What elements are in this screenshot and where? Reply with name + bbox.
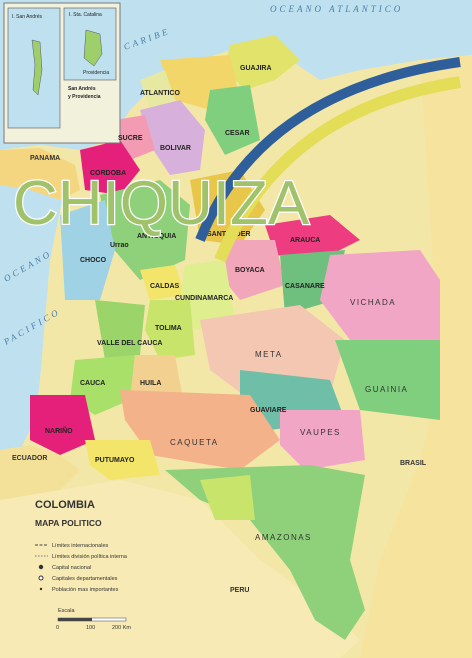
legend-item-2: Capital nacional	[52, 565, 91, 571]
label-caqueta: CAQUETA	[170, 438, 219, 447]
region-tolima	[145, 300, 195, 360]
peru-label: PERU	[230, 587, 249, 594]
legend-scale-tick-2: 200 Km	[112, 625, 131, 631]
region-amazonas-west	[200, 475, 255, 520]
label-cordoba: CORDOBA	[90, 170, 126, 177]
legend-national-capital-symbol	[38, 564, 44, 570]
label-choco: CHOCO	[80, 257, 107, 264]
region-antioquia	[100, 180, 190, 280]
label-huila: HUILA	[140, 380, 161, 387]
region-caldas	[140, 265, 185, 300]
region-meta	[200, 305, 345, 400]
label-valle: VALLE DEL CAUCA	[97, 340, 162, 347]
label-sucre: SUCRE	[118, 135, 143, 142]
label-caldas: CALDAS	[150, 283, 179, 290]
label-meta: META	[255, 350, 283, 359]
region-atlantico	[140, 70, 175, 110]
legend-scale-tick-1: 100	[86, 625, 95, 631]
headline-arc-yellow	[214, 76, 461, 263]
inset-caption-line1: San Andrés	[68, 86, 96, 92]
label-putumayo: PUTUMAYO	[95, 457, 135, 464]
legend-list: Límites internacionales Límites división…	[35, 543, 128, 593]
label-narino: NARIÑO	[45, 426, 73, 435]
region-choco	[60, 200, 115, 300]
label-arauca: ARAUCA	[290, 237, 320, 244]
label-tolima: TOLIMA	[155, 325, 182, 332]
inset-san-andres-label: I. San Andrés	[12, 14, 43, 20]
inset-caption-line2: y Providencia	[68, 94, 101, 100]
ecuador-label: ECUADOR	[12, 455, 47, 462]
label-cesar: CESAR	[225, 130, 250, 137]
region-putumayo	[85, 440, 160, 480]
region-vichada	[320, 250, 440, 340]
providencia-island	[83, 29, 103, 67]
region-narino	[30, 395, 95, 455]
label-atlantico: ATLANTICO	[140, 90, 180, 97]
region-guajira	[225, 35, 300, 90]
headline-arc-blue	[195, 57, 461, 242]
panama-label: PANAMA	[30, 155, 60, 162]
legend-scale-bar-fill	[58, 618, 92, 621]
region-cauca	[70, 355, 135, 415]
atlantic-ocean-label: OCEANO ATLANTICO	[270, 4, 403, 14]
legend-item-4: Población mas importantes	[52, 587, 119, 593]
region-boyaca	[220, 240, 285, 300]
label-bolivar: BOLIVAR	[160, 145, 191, 152]
region-cordoba	[80, 140, 140, 195]
legend-scale-tick-0: 0	[56, 625, 59, 631]
inset-providencia-label: Providencia	[83, 70, 109, 76]
peru-area	[0, 480, 360, 658]
label-cundinamarca: CUNDINAMARCA	[175, 295, 233, 302]
label-casanare: CASANARE	[285, 283, 325, 290]
label-guajira: GUAJIRA	[240, 65, 272, 72]
label-vichada: VICHADA	[350, 298, 396, 307]
pacific-ocean	[0, 150, 70, 455]
legend-item-1: Límites división política interna	[52, 554, 128, 560]
region-valle	[95, 300, 145, 360]
region-amazonas	[165, 465, 365, 640]
legend-scale-label: Escala	[58, 608, 75, 614]
legend-dept-capital-symbol	[38, 575, 44, 581]
region-cundinamarca	[180, 260, 235, 330]
region-guainia	[335, 340, 440, 420]
label-antioquia: ANTIOQUIA	[137, 233, 176, 240]
label-boyaca: BOYACA	[235, 267, 265, 274]
headline-title: CHIQUIZA	[13, 169, 310, 238]
legend-item-3: Capitales departamentales	[52, 576, 118, 582]
legend-subtitle: MAPA POLITICO	[35, 518, 102, 528]
region-arauca	[265, 215, 360, 260]
brasil-label: BRASIL	[400, 460, 427, 467]
label-guainia: GUAINIA	[365, 385, 408, 394]
label-urrao: Urrao	[110, 242, 129, 249]
legend-title: COLOMBIA	[35, 499, 95, 511]
inset-san-andres-frame	[7, 7, 61, 129]
venezuela-brasil-area	[360, 55, 472, 658]
panama-area	[0, 148, 80, 200]
label-guaviare: GUAVIARE	[250, 407, 287, 414]
region-bolivar	[140, 100, 205, 175]
san-andres-island	[31, 39, 43, 96]
legend-item-0: Límites internacionales	[52, 543, 109, 549]
ecuador-area	[0, 445, 80, 500]
region-vaupes	[280, 410, 365, 470]
label-cauca: CAUCA	[80, 380, 105, 387]
region-cesar	[205, 85, 260, 155]
legend-town-symbol	[39, 587, 43, 591]
inset-catalina-label: I. Sta. Catalina	[69, 12, 102, 18]
region-caqueta	[120, 390, 280, 470]
label-vaupes: VAUPES	[300, 428, 341, 437]
label-amazonas: AMAZONAS	[255, 533, 312, 542]
